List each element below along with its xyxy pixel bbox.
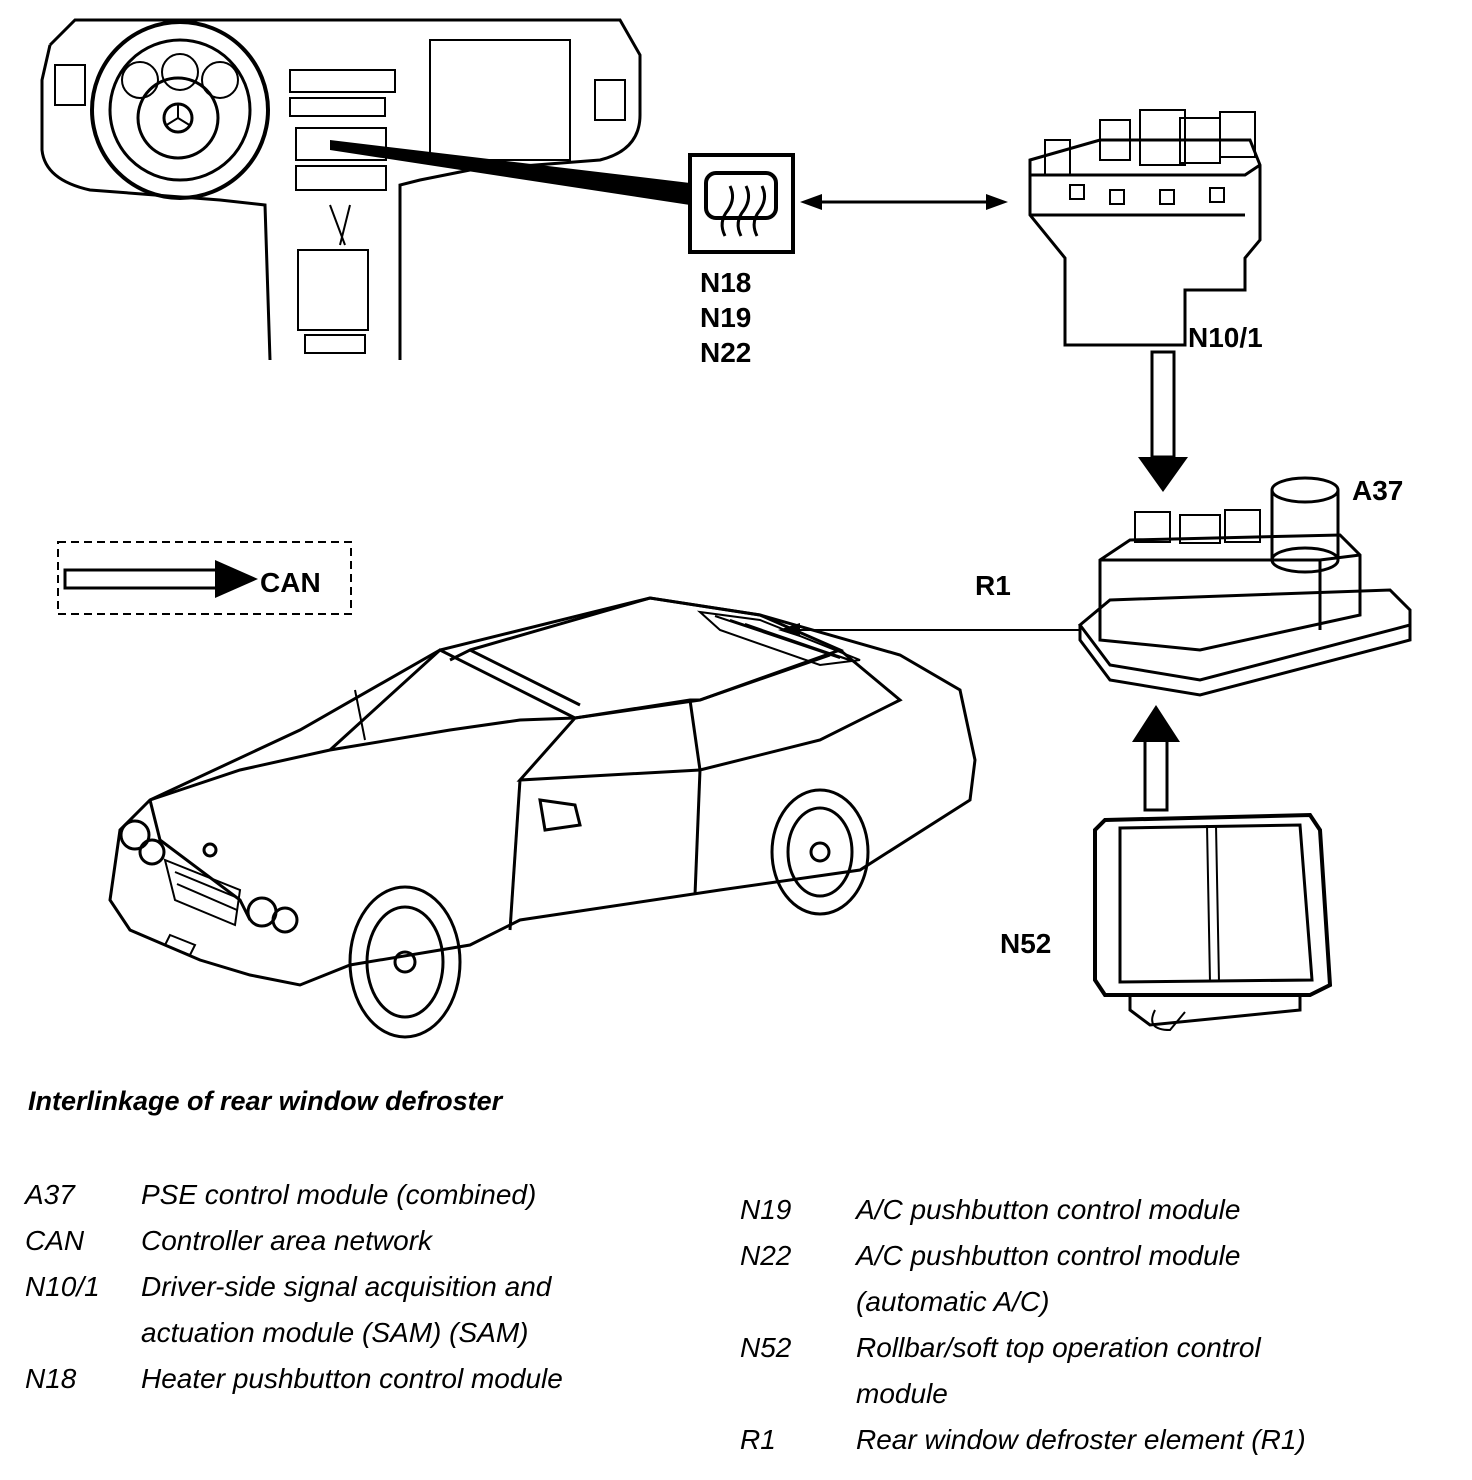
can-legend-box xyxy=(57,541,352,615)
legend-item: actuation module (SAM) (SAM) xyxy=(25,1310,725,1356)
can-arrow-up xyxy=(1132,705,1180,812)
pse-module-a37 xyxy=(1077,476,1412,697)
diagram-title: Interlinkage of rear window defroster xyxy=(28,1086,503,1116)
sam-module-n10-1 xyxy=(1028,109,1262,347)
label-n10-1: N10/1 xyxy=(1188,322,1263,353)
legend-desc: Heater pushbutton control module xyxy=(141,1363,563,1394)
legend-desc: Driver-side signal acquisition and xyxy=(141,1271,552,1302)
legend-item: N18 Heater pushbutton control module xyxy=(25,1356,725,1402)
legend-code: N10/1 xyxy=(25,1271,100,1302)
label-n19: N19 xyxy=(700,302,751,333)
pushbutton-module xyxy=(688,153,795,254)
legend-item: module xyxy=(740,1371,1460,1417)
label-a37: A37 xyxy=(1352,475,1403,506)
legend-item: R1 Rear window defroster element (R1) xyxy=(740,1417,1460,1463)
label-n18: N18 xyxy=(700,267,751,298)
pointer-wedge xyxy=(330,140,690,205)
rollbar-module-n52 xyxy=(1093,812,1333,1032)
legend-item: A37 PSE control module (combined) xyxy=(25,1172,725,1218)
label-r1: R1 xyxy=(975,570,1011,601)
label-can: CAN xyxy=(260,567,321,598)
legend-desc: PSE control module (combined) xyxy=(141,1179,537,1210)
legend-item: N10/1 Driver-side signal acquisition and xyxy=(25,1264,725,1310)
legend-desc: module xyxy=(856,1378,948,1409)
legend-desc: A/C pushbutton control module xyxy=(856,1194,1241,1225)
legend-desc: A/C pushbutton control module xyxy=(856,1240,1241,1271)
legend-code: A37 xyxy=(25,1179,75,1210)
legend-code: N52 xyxy=(740,1332,792,1363)
double-arrow xyxy=(800,194,1008,210)
legend-item: CAN Controller area network xyxy=(25,1218,725,1264)
label-n52: N52 xyxy=(1000,928,1051,959)
legend-desc: (automatic A/C) xyxy=(856,1286,1050,1317)
label-n22: N22 xyxy=(700,337,751,368)
legend-desc: Controller area network xyxy=(141,1225,433,1256)
legend-item: (automatic A/C) xyxy=(740,1279,1460,1325)
legend-code: R1 xyxy=(740,1424,776,1455)
dashboard-illustration xyxy=(40,18,642,361)
r1-signal-line xyxy=(778,623,1080,637)
can-arrow-down xyxy=(1138,350,1188,492)
defroster-interlinkage-diagram: N18 N19 N22 N10/1 xyxy=(40,18,1412,1039)
legend-item: N19 A/C pushbutton control module xyxy=(740,1187,1460,1233)
legend-item: N52 Rollbar/soft top operation control xyxy=(740,1325,1460,1371)
legend-code: CAN xyxy=(25,1225,85,1256)
legend-code: N18 xyxy=(25,1363,77,1394)
legend-desc: Rear window defroster element (R1) xyxy=(856,1424,1306,1455)
legend-code: N19 xyxy=(740,1194,792,1225)
legend-desc: actuation module (SAM) (SAM) xyxy=(141,1317,529,1348)
legend-item: N22 A/C pushbutton control module xyxy=(740,1233,1460,1279)
car-illustration xyxy=(108,596,977,1039)
legend-code: N22 xyxy=(740,1240,792,1271)
legend-desc: Rollbar/soft top operation control xyxy=(856,1332,1261,1363)
